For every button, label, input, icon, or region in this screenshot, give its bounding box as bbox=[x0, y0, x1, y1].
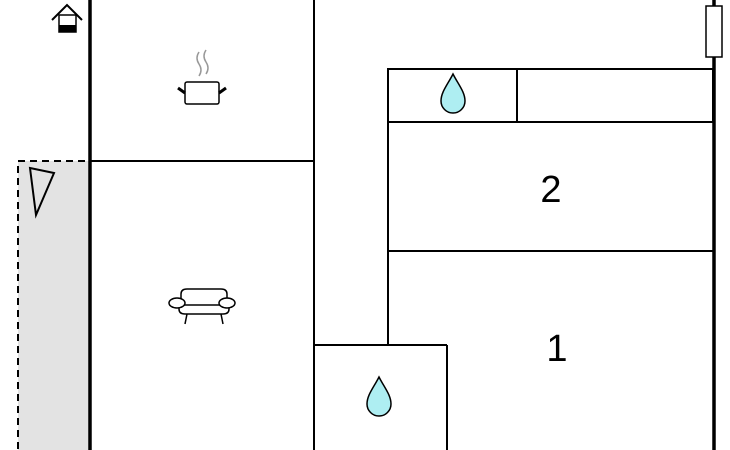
interior-walls bbox=[90, 0, 714, 450]
compass-triangle-icon bbox=[28, 166, 56, 219]
entrance-icon bbox=[51, 3, 83, 33]
window-element bbox=[705, 5, 723, 58]
sofa-icon bbox=[168, 288, 236, 325]
water-drop-icon bbox=[440, 72, 466, 114]
water-drop-icon bbox=[366, 375, 392, 417]
kitchen-pot-icon bbox=[177, 49, 227, 105]
room-label-1: 1 bbox=[546, 328, 567, 370]
room-label-2: 2 bbox=[540, 169, 561, 211]
terrace-area bbox=[17, 160, 91, 450]
